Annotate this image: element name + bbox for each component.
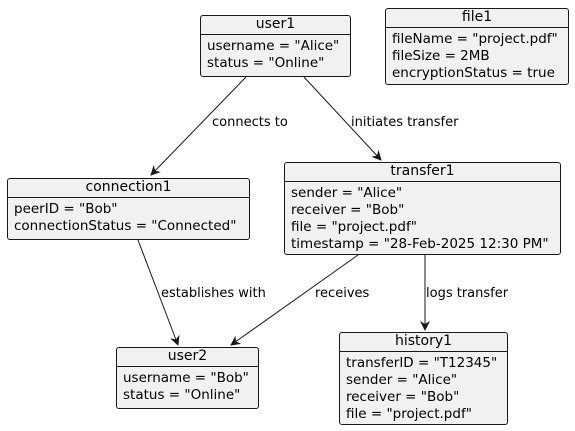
object-history1[interactable]: history1 transferID = "T12345" sender = … [339,332,508,425]
object-title: user1 [201,16,350,35]
attribute-list: transferID = "T12345" sender = "Alice" r… [340,352,507,423]
attribute-line: sender = "Alice" [291,185,403,201]
attribute-list: peerID = "Bob" connectionStatus = "Conne… [8,198,249,235]
edge-transfer1-user2 [230,254,359,346]
attribute-line: encryptionStatus = true [392,65,555,81]
object-connection1[interactable]: connection1 peerID = "Bob" connectionSta… [7,178,250,240]
object-user1[interactable]: user1 username = "Alice" status = "Onlin… [200,15,351,77]
object-transfer1[interactable]: transfer1 sender = "Alice" receiver = "B… [284,162,561,255]
object-user2[interactable]: user2 username = "Bob" status = "Online" [116,347,259,409]
attribute-list: sender = "Alice" receiver = "Bob" file =… [285,182,560,253]
object-title: history1 [340,333,507,352]
attribute-line: fileName = "project.pdf" [392,31,558,47]
object-title: connection1 [8,179,249,198]
attribute-line: username = "Bob" [123,370,249,386]
object-file1[interactable]: file1 fileName = "project.pdf" fileSize … [385,8,569,85]
attribute-line: file = "project.pdf" [291,219,417,235]
edge-label-receives: receives [315,286,370,301]
attribute-line: file = "project.pdf" [346,406,472,422]
attribute-line: connectionStatus = "Connected" [14,218,237,234]
attribute-line: status = "Online" [207,55,325,71]
attribute-list: fileName = "project.pdf" fileSize = 2MB … [386,28,568,82]
edge-user1-transfer1 [303,76,382,161]
attribute-line: fileSize = 2MB [392,48,490,64]
attribute-line: timestamp = "28-Feb-2025 12:30 PM" [291,236,549,252]
attribute-list: username = "Alice" status = "Online" [201,35,350,72]
attribute-line: receiver = "Bob" [291,202,405,218]
edge-label-connects-to: connects to [212,115,288,130]
object-title: file1 [386,9,568,28]
attribute-list: username = "Bob" status = "Online" [117,367,258,404]
edge-user1-connection1 [150,76,247,176]
edge-label-establishes-with: establishes with [161,286,266,301]
attribute-line: receiver = "Bob" [346,389,460,405]
attribute-line: username = "Alice" [207,38,340,54]
attribute-line: transferID = "T12345" [346,355,498,371]
object-title: user2 [117,348,258,367]
object-title: transfer1 [285,163,560,182]
edge-connection1-user2 [137,239,180,346]
edge-label-logs-transfer: logs transfer [426,286,509,301]
attribute-line: status = "Online" [123,387,241,403]
edge-label-initiates-transfer: initiates transfer [351,115,459,130]
attribute-line: peerID = "Bob" [14,201,118,217]
attribute-line: sender = "Alice" [346,372,458,388]
